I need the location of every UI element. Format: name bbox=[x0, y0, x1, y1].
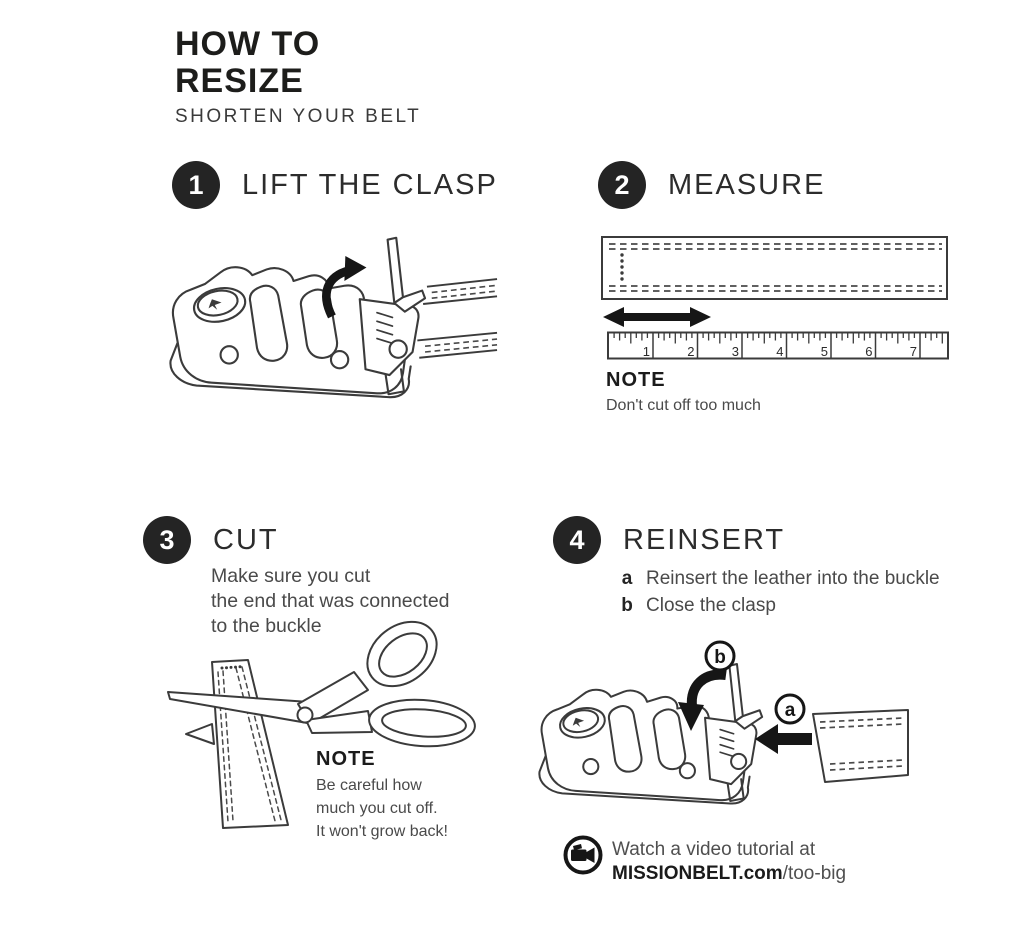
step2-title: MEASURE bbox=[668, 168, 826, 201]
svg-text:b: b bbox=[714, 647, 726, 668]
callout-b: b bbox=[704, 640, 736, 672]
footer-link: MISSIONBELT.com/too-big bbox=[612, 862, 846, 886]
page-header: HOW TO RESIZE SHORTEN YOUR BELT bbox=[175, 26, 421, 128]
ruler-illustration: 1 2 3 4 5 6 7 bbox=[607, 331, 949, 360]
svg-text:5: 5 bbox=[821, 344, 828, 359]
step1-title: LIFT THE CLASP bbox=[242, 168, 498, 201]
step2-note-title: NOTE bbox=[606, 369, 666, 391]
step3-line1: Make sure you cut bbox=[211, 565, 371, 587]
substep-a-key: a bbox=[621, 568, 633, 589]
step3-line2: the end that was connected bbox=[211, 590, 450, 612]
substep-b-key: b bbox=[621, 595, 633, 616]
svg-text:2: 2 bbox=[687, 344, 694, 359]
footer-prefix: Watch a video tutorial at bbox=[612, 839, 816, 860]
video-camera-icon bbox=[563, 835, 603, 875]
substep-b-text: Close the clasp bbox=[646, 595, 776, 616]
substep-a: a Reinsert the leather into the buckle bbox=[620, 565, 940, 592]
footer-brand: MISSIONBELT.com bbox=[612, 863, 783, 884]
title-line-2: RESIZE bbox=[175, 62, 304, 100]
step1-header: 1 LIFT THE CLASP bbox=[172, 161, 498, 209]
step3-note: NOTE Be careful how much you cut off. It… bbox=[316, 748, 448, 843]
ruler-numbers: 1 2 3 4 5 6 7 bbox=[643, 344, 917, 359]
step4-header: 4 REINSERT bbox=[553, 516, 785, 564]
step2-note: NOTE Don't cut off too much bbox=[606, 369, 761, 417]
close-clasp-arrow bbox=[678, 669, 727, 731]
callout-a: a bbox=[774, 693, 806, 725]
insert-arrow bbox=[755, 724, 812, 754]
step3-line3: to the buckle bbox=[211, 615, 322, 637]
step2-header: 2 MEASURE bbox=[598, 161, 825, 209]
buckle-reinsert-illustration: b a bbox=[538, 640, 909, 805]
substep-a-text: Reinsert the leather into the buckle bbox=[646, 568, 940, 589]
belt-strap-lines bbox=[417, 278, 498, 359]
step3-note-line1: Be careful how bbox=[316, 777, 422, 794]
measure-double-arrow bbox=[603, 307, 711, 327]
title-line-1: HOW TO bbox=[175, 25, 321, 63]
punch-dots bbox=[620, 253, 624, 281]
step4-title: REINSERT bbox=[623, 523, 786, 556]
step3-number-badge: 3 bbox=[143, 516, 191, 564]
svg-text:1: 1 bbox=[643, 344, 650, 359]
step4-substeps: a Reinsert the leather into the buckle b… bbox=[620, 565, 940, 619]
brand-bird-logo bbox=[572, 717, 585, 728]
step4-number-badge: 4 bbox=[553, 516, 601, 564]
step3-note-text: Be careful how much you cut off. It won'… bbox=[316, 774, 448, 843]
page-subtitle: SHORTEN YOUR BELT bbox=[175, 106, 422, 127]
step3-header: 3 CUT bbox=[143, 516, 279, 564]
svg-text:4: 4 bbox=[776, 344, 783, 359]
brand-bird-logo bbox=[208, 299, 222, 310]
svg-text:6: 6 bbox=[865, 344, 872, 359]
svg-text:7: 7 bbox=[910, 344, 917, 359]
belt-strap-illustration bbox=[601, 236, 948, 300]
page-title: HOW TO RESIZE bbox=[175, 26, 421, 100]
stitch-lines bbox=[609, 243, 942, 292]
belt-end-piece bbox=[812, 709, 909, 783]
scissors-cutting-illustration bbox=[167, 620, 476, 829]
step2-note-text: Don't cut off too much bbox=[606, 397, 761, 414]
substep-b: b Close the clasp bbox=[620, 592, 940, 619]
ruler-inch-lines bbox=[652, 332, 921, 359]
svg-text:a: a bbox=[785, 700, 796, 721]
footer: Watch a video tutorial at MISSIONBELT.co… bbox=[612, 838, 846, 886]
step3-note-line2: much you cut off. bbox=[316, 800, 438, 817]
step3-note-line3: It won't grow back! bbox=[316, 823, 448, 840]
step3-note-title: NOTE bbox=[316, 748, 376, 770]
step3-instructions: Make sure you cut the end that was conne… bbox=[211, 564, 450, 639]
lift-arrow bbox=[322, 256, 367, 319]
step2-number-badge: 2 bbox=[598, 161, 646, 209]
step3-title: CUT bbox=[213, 523, 279, 556]
buckle-lift-clasp-illustration bbox=[169, 236, 498, 399]
step1-number-badge: 1 bbox=[172, 161, 220, 209]
svg-text:3: 3 bbox=[732, 344, 739, 359]
footer-url-suffix: /too-big bbox=[782, 863, 847, 884]
ruler-minor-ticks bbox=[613, 332, 943, 344]
